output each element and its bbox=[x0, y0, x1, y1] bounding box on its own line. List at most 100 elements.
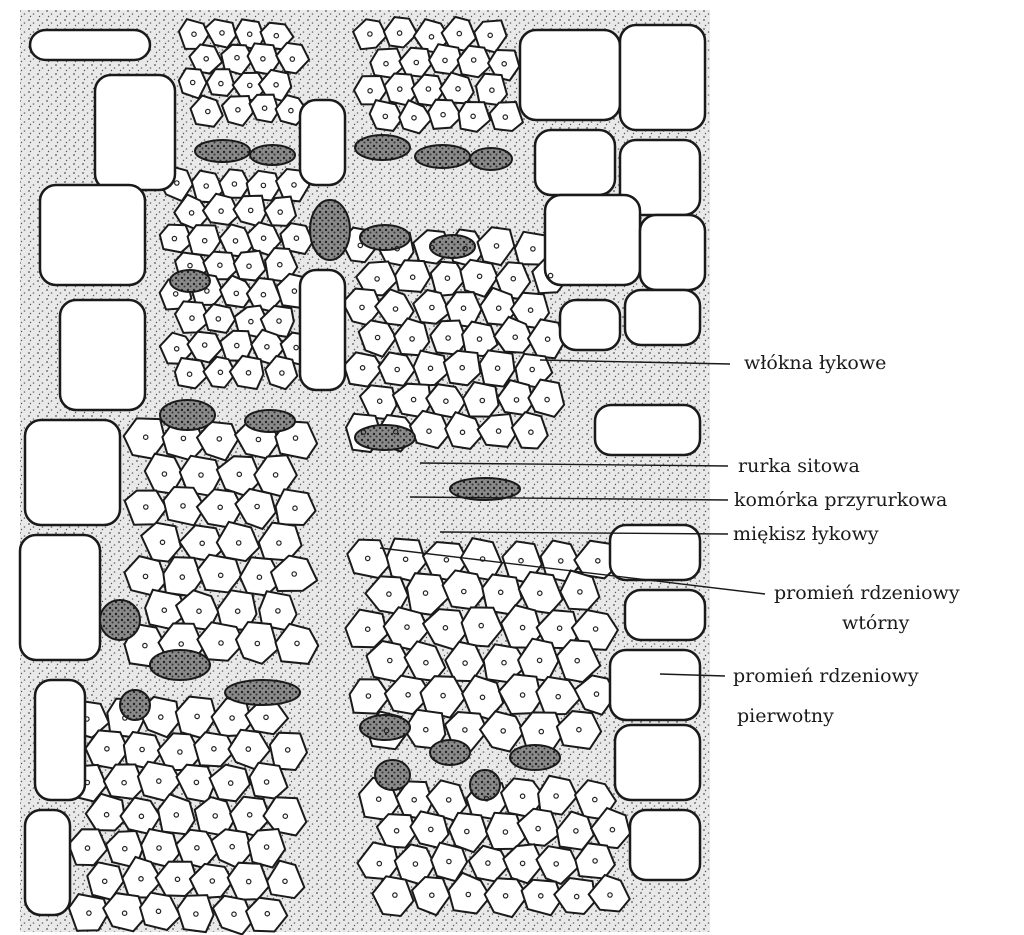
label-wlokna-lykowe: włókna łykowe bbox=[744, 352, 887, 374]
nucleus bbox=[536, 590, 543, 597]
nucleus bbox=[263, 714, 269, 721]
nucleus bbox=[218, 80, 224, 87]
fiber-cell bbox=[488, 100, 525, 133]
ray-cell bbox=[533, 128, 617, 197]
nucleus bbox=[188, 210, 195, 216]
nucleus bbox=[392, 428, 399, 435]
companion-cell bbox=[429, 739, 471, 766]
nucleus bbox=[519, 624, 526, 631]
fiber-cell bbox=[383, 674, 433, 716]
nucleus bbox=[233, 290, 240, 297]
nucleus bbox=[254, 640, 261, 647]
ray-cell bbox=[58, 298, 147, 412]
nucleus bbox=[462, 727, 468, 733]
nucleus bbox=[501, 60, 508, 67]
fiber-cell bbox=[447, 871, 492, 915]
fiber-cell bbox=[139, 521, 182, 563]
nucleus bbox=[573, 828, 579, 834]
nucleus bbox=[174, 180, 180, 186]
nucleus bbox=[382, 113, 389, 120]
nucleus bbox=[465, 891, 472, 898]
nucleus bbox=[495, 428, 502, 434]
nucleus bbox=[502, 892, 509, 899]
nucleus bbox=[235, 540, 242, 546]
label-komorka-przyrurkowa: komórka przyrurkowa bbox=[734, 489, 948, 511]
nucleus bbox=[497, 589, 504, 596]
nucleus bbox=[275, 608, 281, 614]
nucleus bbox=[536, 657, 543, 664]
ray-cell bbox=[23, 808, 72, 917]
fiber-cell bbox=[162, 485, 206, 527]
nucleus bbox=[519, 692, 526, 698]
nucleus bbox=[227, 780, 234, 786]
fiber-cell bbox=[195, 420, 240, 462]
fiber-cell bbox=[193, 731, 237, 768]
nucleus bbox=[193, 779, 200, 786]
nucleus bbox=[553, 861, 560, 867]
fiber-cell bbox=[274, 488, 317, 527]
nucleus bbox=[443, 398, 449, 405]
ray-cell bbox=[298, 98, 347, 187]
nucleus bbox=[101, 878, 108, 885]
nucleus bbox=[293, 235, 300, 242]
fiber-cell bbox=[357, 319, 398, 359]
nucleus bbox=[260, 55, 266, 62]
nucleus bbox=[219, 30, 225, 36]
fiber-cell bbox=[429, 260, 468, 298]
fiber-cell bbox=[570, 609, 620, 651]
ray-cell bbox=[518, 28, 622, 122]
fiber-cell bbox=[263, 195, 298, 227]
nucleus bbox=[519, 793, 526, 800]
fiber-cell bbox=[279, 222, 315, 256]
companion-cell bbox=[159, 399, 216, 431]
fiber-cell bbox=[244, 896, 289, 933]
nucleus bbox=[386, 657, 393, 664]
nucleus bbox=[594, 557, 601, 564]
leader-pierwotny bbox=[659, 673, 726, 677]
nucleus bbox=[194, 844, 200, 851]
nucleus bbox=[276, 318, 282, 324]
nucleus bbox=[211, 745, 217, 752]
nucleus bbox=[161, 607, 168, 614]
ray-cell bbox=[93, 73, 177, 192]
nucleus bbox=[413, 59, 420, 66]
nucleus bbox=[122, 715, 128, 721]
nucleus bbox=[462, 245, 468, 252]
fiber-cell bbox=[202, 250, 239, 281]
nucleus bbox=[360, 429, 367, 435]
nucleus bbox=[553, 793, 559, 799]
ray-cells bbox=[18, 23, 707, 917]
nucleus bbox=[592, 626, 599, 632]
nucleus bbox=[247, 82, 253, 89]
companion-cells bbox=[99, 134, 561, 801]
nucleus bbox=[180, 503, 186, 509]
nucleus bbox=[272, 472, 279, 478]
leader-lines bbox=[379, 359, 766, 677]
fiber-cell bbox=[382, 16, 419, 49]
nucleus bbox=[247, 207, 254, 214]
nucleus bbox=[84, 845, 91, 851]
companion-cell bbox=[449, 477, 521, 501]
nucleus bbox=[478, 622, 485, 629]
nucleus bbox=[440, 692, 446, 699]
fiber-cell bbox=[202, 355, 237, 389]
nucleus bbox=[456, 30, 463, 37]
ray-cell bbox=[628, 808, 702, 882]
nucleus bbox=[502, 829, 509, 835]
leader-miekisz bbox=[439, 531, 729, 535]
nucleus bbox=[245, 746, 252, 752]
nucleus bbox=[194, 713, 200, 720]
leader-wlokna bbox=[539, 359, 731, 365]
ray-cell bbox=[28, 28, 152, 62]
nucleus bbox=[573, 893, 580, 900]
nucleus bbox=[189, 315, 195, 321]
nucleus bbox=[156, 778, 162, 784]
nucleus bbox=[470, 113, 476, 120]
nucleus bbox=[177, 749, 183, 755]
nucleus bbox=[234, 608, 241, 615]
fiber-cell bbox=[486, 48, 521, 82]
fiber-cell bbox=[189, 94, 224, 128]
nucleus bbox=[383, 727, 390, 734]
nucleus bbox=[139, 746, 145, 753]
fiber-cell bbox=[457, 100, 492, 133]
